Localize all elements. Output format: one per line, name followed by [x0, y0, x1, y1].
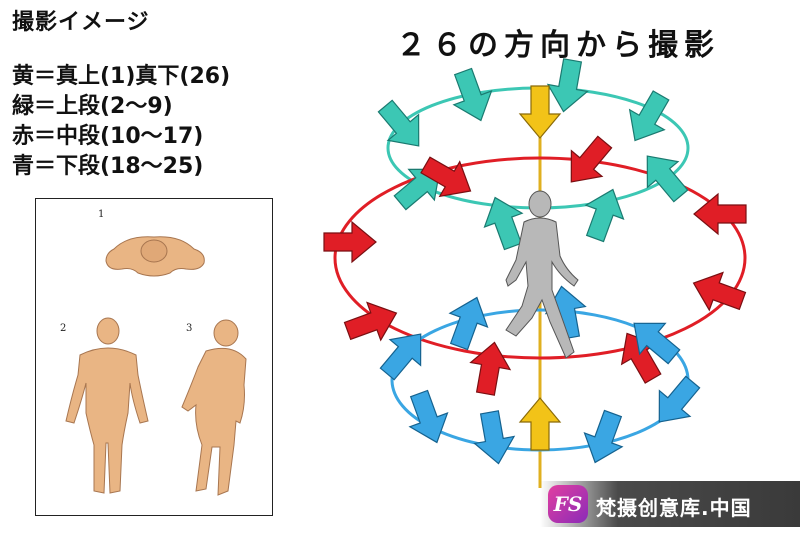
- green-arrow: [369, 92, 435, 160]
- legend-yellow: 黄＝真上(1)真下(26): [12, 64, 231, 89]
- middle-ring: [333, 156, 747, 360]
- watermark-logo: FS: [548, 485, 588, 523]
- green-arrow: [443, 64, 501, 128]
- blue-arrow: [439, 290, 497, 354]
- red-arrow: [686, 263, 750, 321]
- legend-green: 緑＝上段(2〜9): [12, 94, 173, 119]
- panel-number: 3: [186, 323, 193, 334]
- reference-figures: [65, 236, 247, 496]
- color-legend: 黄＝真上(1)真下(26) 緑＝上段(2〜9) 赤＝中段(10〜17) 青＝下段…: [12, 62, 230, 182]
- front-view-figure: [65, 317, 149, 494]
- watermark-text: 梵摄创意库.中国: [596, 496, 752, 520]
- heading: 撮影イメージ: [12, 10, 150, 35]
- diagram-title: ２６の方向から撮影: [396, 28, 720, 63]
- panel-number: 1: [98, 209, 105, 220]
- green-arrow: [575, 182, 633, 246]
- legend-red: 赤＝中段(10〜17): [12, 124, 204, 149]
- red-arrow: [555, 128, 621, 196]
- side-view-figure: [181, 319, 247, 496]
- reference-panel: 1 2 3: [35, 198, 273, 516]
- walking-figure: [505, 190, 579, 359]
- blue-arrow: [469, 408, 519, 468]
- legend-blue: 青＝下段(18〜25): [12, 154, 204, 179]
- panel-number: 2: [60, 323, 67, 334]
- blue-arrow: [399, 386, 457, 450]
- green-arrow: [543, 56, 593, 116]
- yellow-arrow-bottom: [519, 397, 561, 451]
- red-arrow: [323, 221, 377, 263]
- red-arrow: [465, 338, 515, 398]
- red-arrow: [693, 193, 747, 235]
